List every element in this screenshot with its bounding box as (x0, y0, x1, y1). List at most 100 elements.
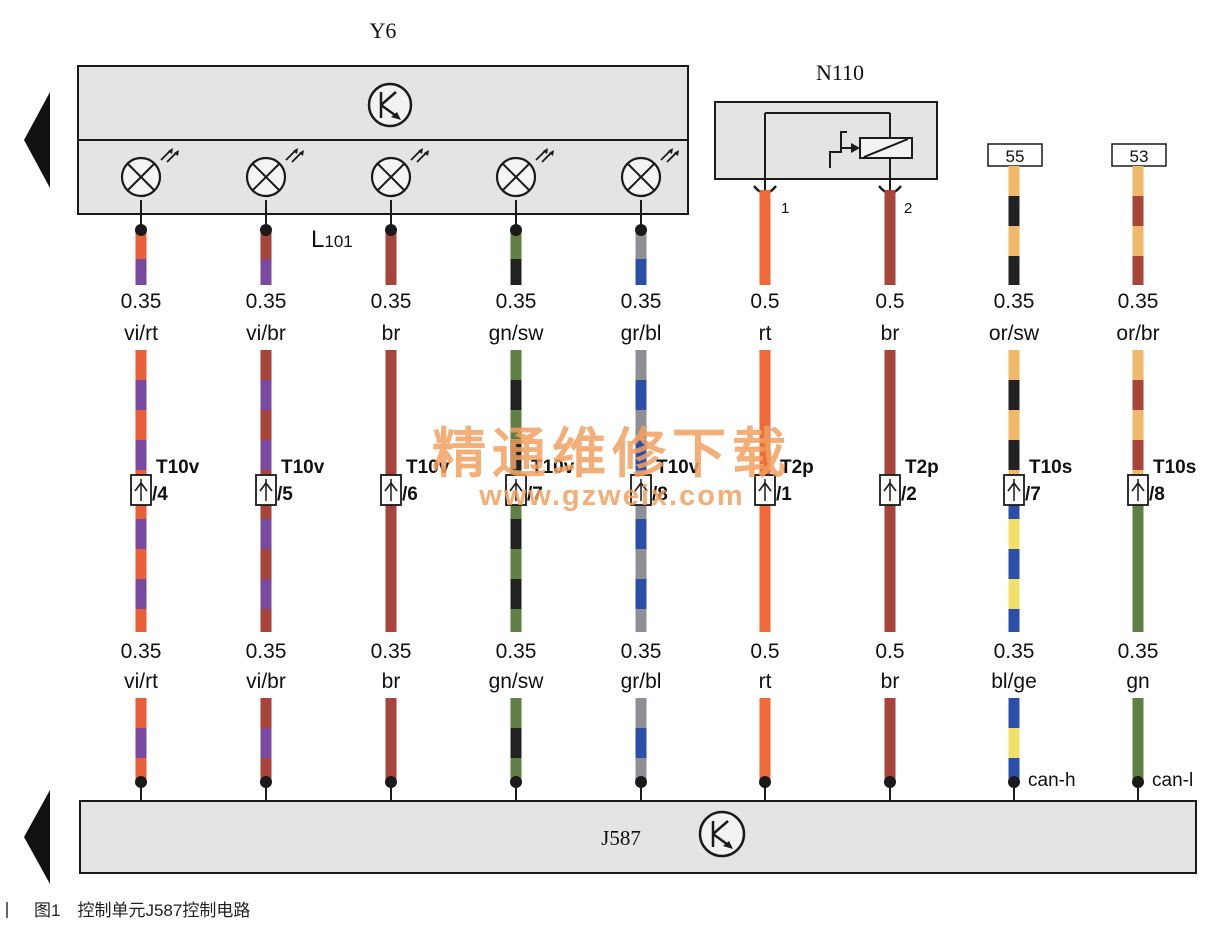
watermark: 精通维修下载 www.gzweix.com (432, 422, 792, 512)
terminal-53-box: 53 (1111, 143, 1167, 167)
j587-ground-symbol-icon (698, 810, 746, 858)
connector-pin: /1 (776, 484, 792, 505)
wire-lower-color: br (881, 670, 900, 693)
connector-T2p-2: T2p/2 (879, 457, 939, 506)
wire-1: T10v/4 0.35 vi/rt 0.35 vi/rt (121, 148, 200, 801)
wire-lower-color: rt (759, 670, 772, 693)
connector-pin: /4 (152, 484, 168, 505)
connector-pin: /5 (277, 484, 293, 505)
terminal-55-label: 55 (1006, 147, 1025, 166)
connector-pin: /8 (1149, 484, 1165, 505)
terminal-53-label: 53 (1130, 147, 1149, 166)
terminal-55-box: 55 (987, 143, 1043, 167)
wires-layer: T10v/40.35vi/rt0.35vi/rtT10v/50.35vi/br0… (121, 148, 1196, 801)
connector-name: T10v (406, 457, 450, 478)
y6-label: Y6 (370, 18, 397, 43)
lamp-icon (495, 148, 554, 198)
connector-name: T2p (905, 457, 939, 478)
wire-lower-size: 0.35 (1118, 640, 1159, 663)
wire-7: T2p/2 0.5 br 0.5 br (875, 190, 939, 801)
wire-upper-size: 0.35 (246, 290, 287, 313)
y6-pin-dot (135, 224, 147, 236)
connector-name: T10s (1153, 457, 1196, 478)
j587-label: J587 (601, 826, 641, 850)
wire-lower-size: 0.5 (875, 640, 904, 663)
wire-upper-size: 0.5 (875, 290, 904, 313)
wire-upper-size: 0.35 (121, 290, 162, 313)
connector-name: T2p (780, 457, 814, 478)
wire-4: T10v/7 0.35 gn/sw 0.35 gn/sw (489, 148, 575, 801)
connector-pin: /8 (652, 484, 668, 505)
bus-label-can-h: can-h (1028, 770, 1076, 791)
wire-lower-color: br (382, 670, 401, 693)
l101-label: L101 (311, 226, 353, 253)
wire-lower-size: 0.5 (750, 640, 779, 663)
wire-upper-size: 0.35 (621, 290, 662, 313)
lamp-icon (620, 148, 679, 198)
wire-lower-size: 0.35 (496, 640, 537, 663)
connector-T10v-8: T10v/8 (630, 457, 700, 506)
n110-pin-2-label: 2 (904, 200, 912, 217)
connector-T10v-4: T10v/4 (130, 457, 200, 506)
connector-T10v-5: T10v/5 (255, 457, 325, 506)
wire-lower-size: 0.35 (246, 640, 287, 663)
connector-T10v-7: T10v/7 (505, 457, 575, 506)
wire-upper-size: 0.35 (1118, 290, 1159, 313)
left-arrow-icon (24, 92, 50, 188)
connector-T10s-8: T10s/8 (1127, 457, 1196, 506)
connector-name: T10v (156, 457, 200, 478)
y6-pin-dot (510, 224, 522, 236)
connector-T2p-1: T2p/1 (754, 457, 814, 506)
connector-pin: /7 (1025, 484, 1041, 505)
wire-upper-color: vi/br (246, 322, 286, 345)
wire-upper-size: 0.35 (496, 290, 537, 313)
lamp-icon (120, 148, 179, 198)
wire-upper-color: vi/rt (124, 322, 158, 345)
n110-component (714, 101, 938, 195)
y6-pin-dot (385, 224, 397, 236)
wire-upper-size: 0.35 (994, 290, 1035, 313)
wire-upper-color: br (382, 322, 401, 345)
wire-lower-color: gn (1126, 670, 1149, 693)
wire-upper-color: gn/sw (489, 322, 545, 345)
wire-2: T10v/5 0.35 vi/br 0.35 vi/br (246, 148, 325, 801)
wire-upper-size: 0.35 (371, 290, 412, 313)
wire-upper-color: br (881, 322, 900, 345)
n110-pin-1-label: 1 (781, 200, 789, 217)
wire-lower-color: bl/ge (991, 670, 1037, 693)
caption-text: 图1 控制单元J587控制电路 (34, 901, 251, 920)
wire-lower-color: vi/br (246, 670, 286, 693)
connector-name: T10v (531, 457, 575, 478)
bus-label-can-l: can-l (1152, 770, 1193, 791)
n110-label: N110 (816, 60, 864, 85)
wire-lower-size: 0.35 (994, 640, 1035, 663)
connector-pin: /7 (527, 484, 543, 505)
caption-bar (6, 902, 8, 918)
lamp-icon (245, 148, 304, 198)
connector-pin: /6 (402, 484, 418, 505)
connector-name: T10s (1029, 457, 1072, 478)
figure-caption: 图1 控制单元J587控制电路 (6, 896, 250, 921)
connector-T10v-6: T10v/6 (380, 457, 450, 506)
wire-lower-color: gn/sw (489, 670, 545, 693)
wire-5: T10v/8 0.35 gr/bl 0.35 gr/bl (621, 148, 700, 801)
watermark-line-2: www.gzweix.com (478, 480, 744, 512)
wire-upper-size: 0.5 (750, 290, 779, 313)
y6-pin-dot (260, 224, 272, 236)
wire-8: T10s/7 0.35 or/sw 0.35 bl/ge can-h (989, 166, 1076, 801)
connector-T10s-7: T10s/7 (1003, 457, 1072, 506)
wire-lower-size: 0.35 (121, 640, 162, 663)
connector-pin: /2 (901, 484, 917, 505)
wire-lower-color: gr/bl (621, 670, 662, 693)
wire-upper-color: or/br (1116, 322, 1159, 345)
j587-module (79, 800, 1197, 874)
lamp-icon (370, 148, 429, 198)
watermark-line-1: 精通维修下载 (432, 422, 792, 485)
wire-lower-size: 0.35 (621, 640, 662, 663)
wire-lower-color: vi/rt (124, 670, 158, 693)
wire-upper-color: or/sw (989, 322, 1040, 345)
wire-upper-color: gr/bl (621, 322, 662, 345)
y6-pin-dot (635, 224, 647, 236)
